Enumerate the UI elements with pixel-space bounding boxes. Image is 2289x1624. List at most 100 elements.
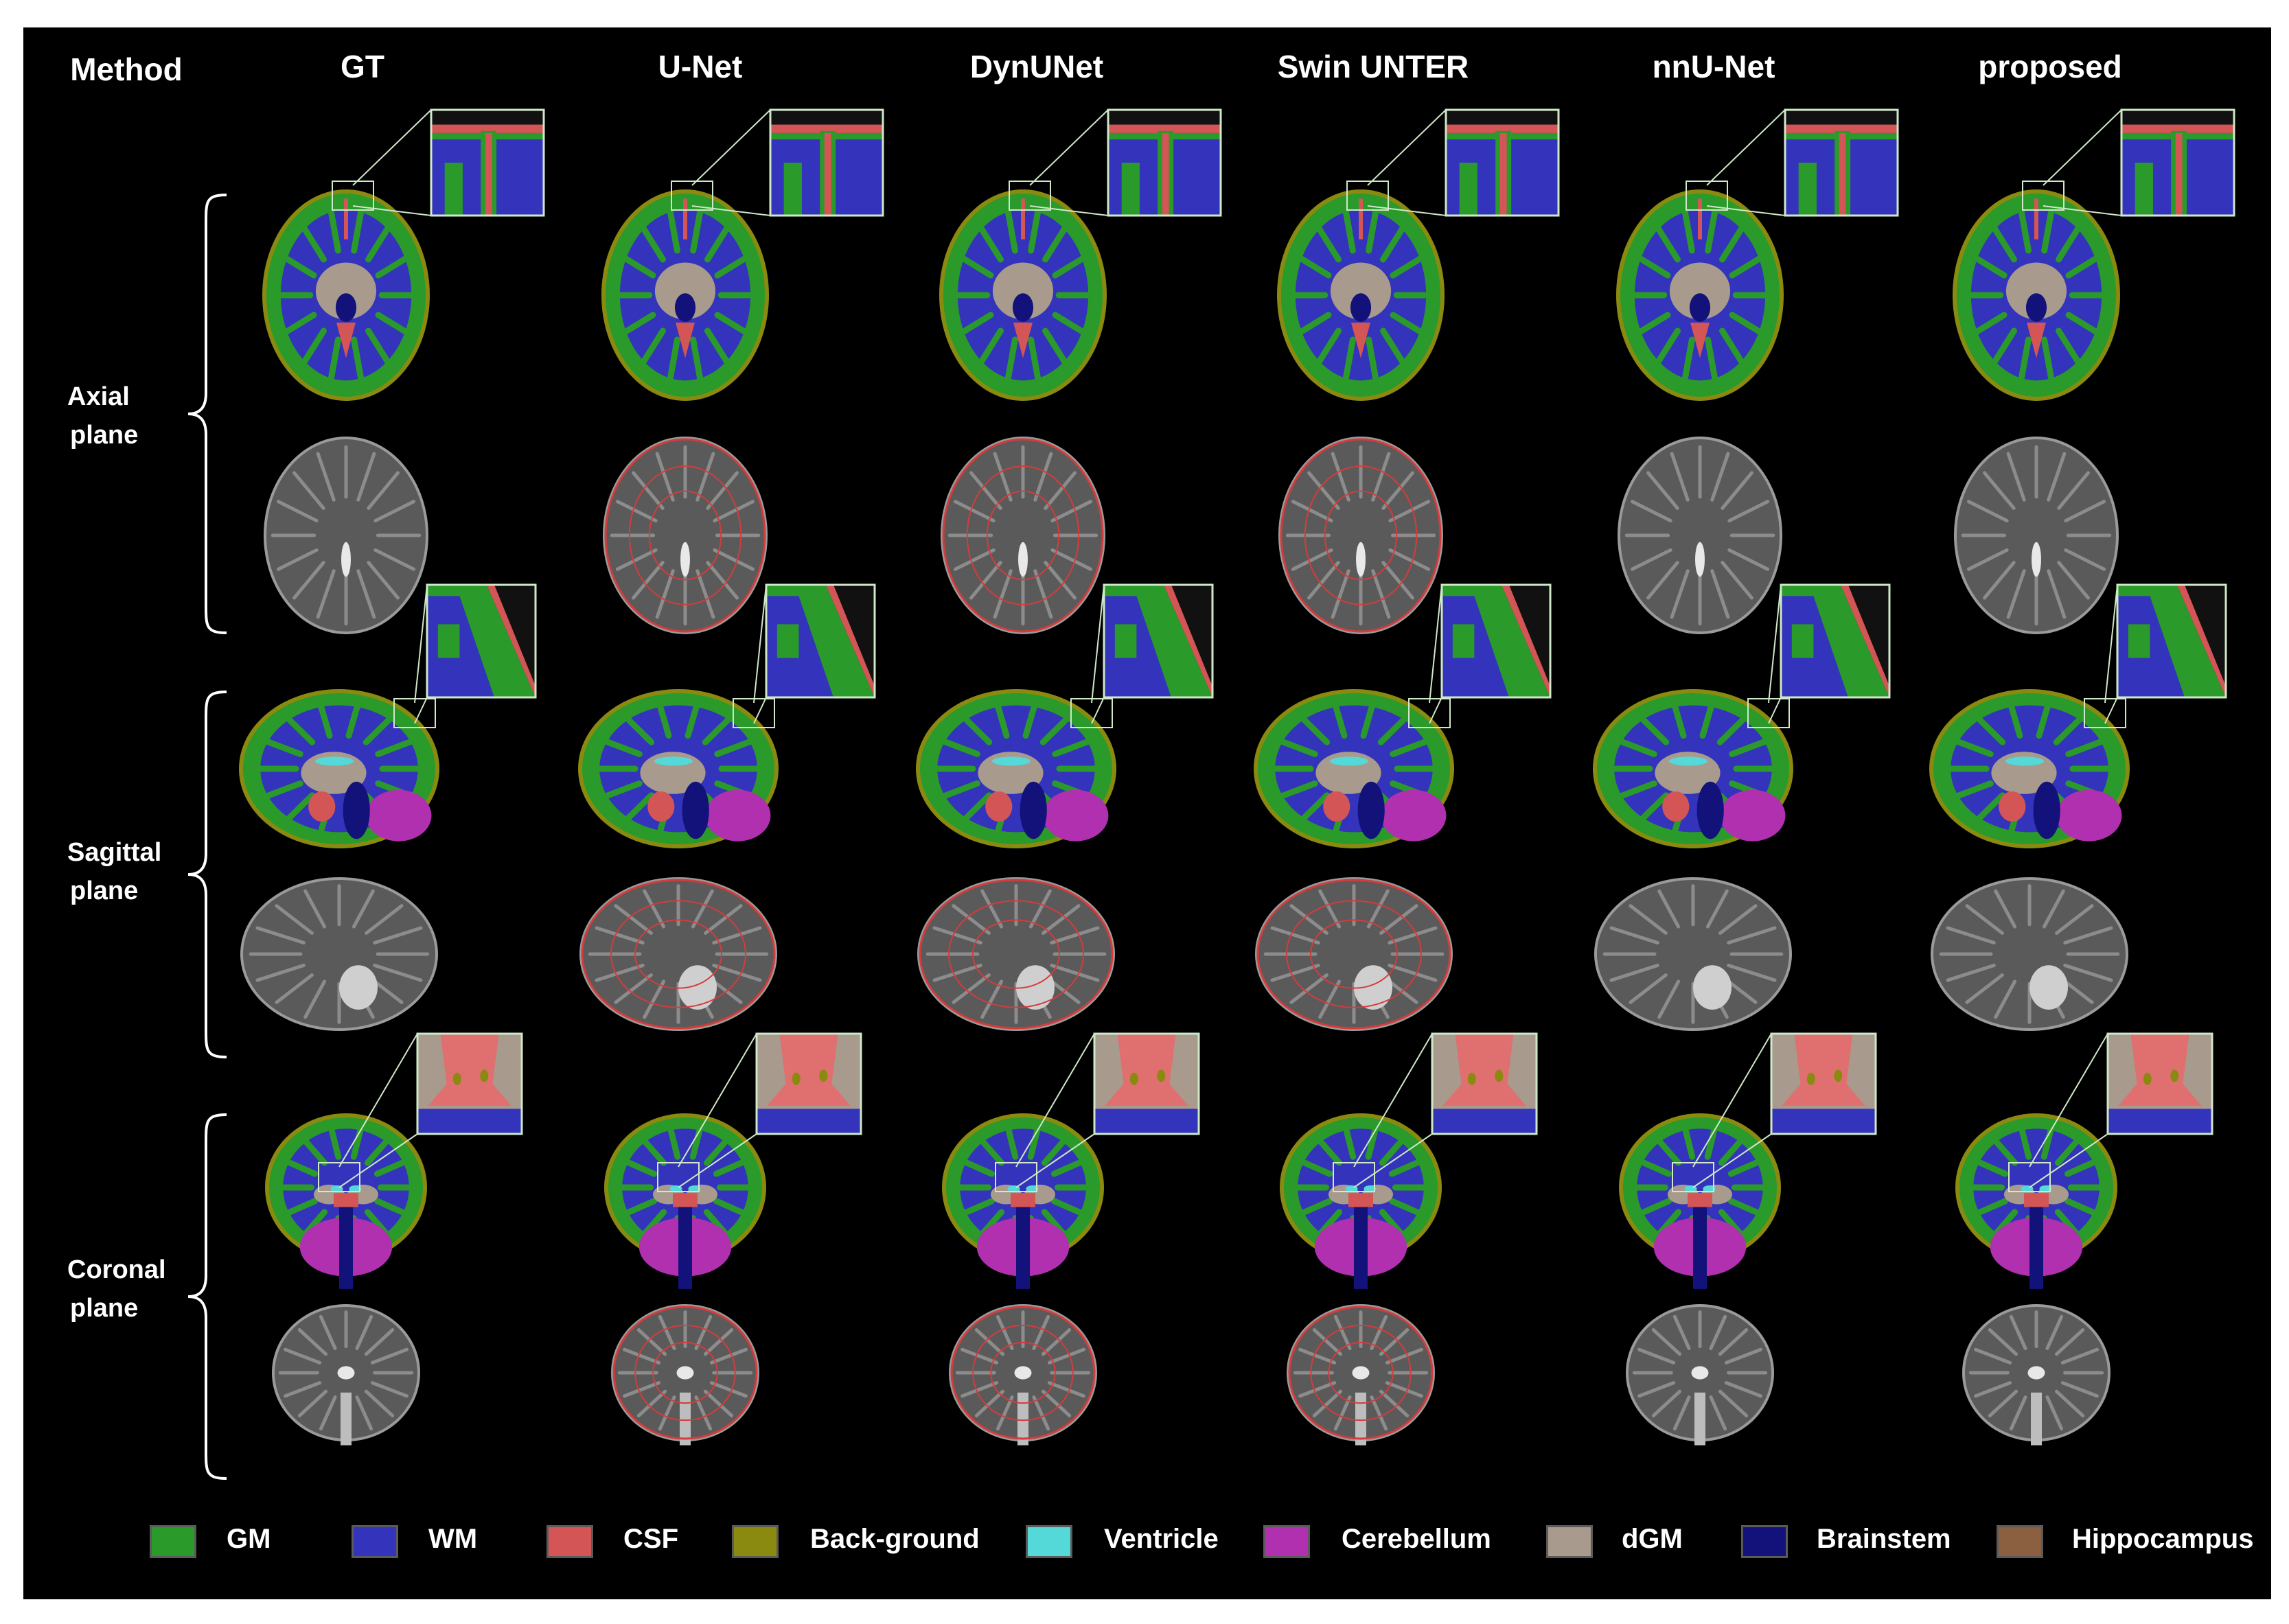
column-header-nnunet: nnU-Net [1652, 49, 1775, 84]
sagittal-zoom-unet-connector-bottom [753, 697, 767, 724]
column-header-unet: U-Net [658, 49, 743, 84]
axial-zoom-proposed-connector-bottom [2043, 205, 2122, 216]
sagittal-mri-proposed [1931, 877, 2128, 1031]
axial-segmentation-swin-unter [1277, 189, 1445, 401]
coronal-zoom-unet-source-box [657, 1162, 700, 1192]
axial-zoom-dynunet-source-box [1009, 181, 1051, 211]
coronal-zoom-nnunet-connector-bottom [1692, 1133, 1772, 1188]
sagittal-mri-swin-unter [1255, 877, 1453, 1031]
coronal-zoom-nnunet [1770, 1032, 1877, 1135]
axial-zoom-proposed [2120, 108, 2235, 217]
sagittal-zoom-proposed-source-box [2084, 698, 2126, 728]
plane-label-sagittal-line2: plane [70, 877, 139, 905]
sagittal-zoom-nnunet-connector-top [1768, 584, 1782, 704]
axial-zoom-proposed-connector-top [2043, 109, 2122, 186]
axial-mri-unet [603, 437, 768, 634]
axial-zoom-dynunet-connector-top [1029, 109, 1109, 186]
coronal-zoom-dynunet-source-box [995, 1162, 1037, 1192]
coronal-zoom-gt [416, 1032, 523, 1135]
coronal-zoom-nnunet-source-box [1672, 1162, 1714, 1192]
coronal-zoom-gt-source-box [318, 1162, 360, 1192]
axial-zoom-swin-unter [1445, 108, 1560, 217]
axial-zoom-swin-unter-source-box [1346, 181, 1389, 211]
coronal-zoom-proposed-connector-bottom [2029, 1133, 2108, 1188]
legend-label-background: Back-ground [810, 1524, 980, 1554]
sagittal-mri-nnunet [1594, 877, 1792, 1031]
coronal-zoom-gt-connector-top [338, 1033, 418, 1168]
coronal-segmentation-unet [604, 1113, 766, 1289]
coronal-segmentation-proposed [1955, 1113, 2117, 1289]
coronal-segmentation-gt [265, 1113, 427, 1289]
sagittal-mri-dynunet [917, 877, 1115, 1031]
axial-zoom-nnunet-source-box [1686, 181, 1728, 211]
legend-swatch-dgm [1546, 1525, 1593, 1558]
coronal-zoom-unet [755, 1032, 862, 1135]
sagittal-zoom-nnunet [1780, 583, 1891, 699]
legend-label-wm: WM [428, 1524, 478, 1554]
sagittal-segmentation-gt [239, 689, 439, 848]
coronal-zoom-proposed-connector-top [2029, 1033, 2108, 1168]
legend-swatch-brainstem [1741, 1525, 1788, 1558]
legend-label-gm: GM [227, 1524, 271, 1554]
coronal-mri-unet [611, 1304, 759, 1446]
plane-label-sagittal-line1: Sagittal [67, 838, 162, 867]
legend-label-ventricle: Ventricle [1104, 1524, 1219, 1554]
axial-mri-gt [264, 437, 428, 634]
sagittal-zoom-proposed-connector-bottom [2104, 697, 2118, 724]
sagittal-zoom-dynunet-source-box [1070, 698, 1113, 728]
coronal-zoom-swin-unter-connector-bottom [1353, 1133, 1433, 1188]
legend-label-brainstem: Brainstem [1817, 1524, 1951, 1554]
column-header-gt: GT [341, 49, 384, 84]
axial-zoom-proposed-source-box [2022, 181, 2064, 211]
legend-swatch-background [732, 1525, 779, 1558]
coronal-segmentation-nnunet [1619, 1113, 1781, 1289]
sagittal-zoom-swin-unter [1440, 583, 1552, 699]
sagittal-zoom-unet-connector-top [753, 584, 767, 704]
axial-zoom-swin-unter-connector-top [1367, 109, 1447, 186]
coronal-zoom-swin-unter-connector-top [1353, 1033, 1433, 1168]
sagittal-zoom-gt-source-box [393, 698, 436, 728]
coronal-zoom-dynunet-connector-bottom [1015, 1133, 1095, 1188]
axial-segmentation-dynunet [939, 189, 1107, 401]
coronal-zoom-proposed [2106, 1032, 2213, 1135]
legend-swatch-ventricle [1026, 1525, 1072, 1558]
axial-zoom-nnunet-connector-top [1706, 109, 1786, 186]
bracket-axial [187, 194, 227, 634]
plane-label-sagittal: Sagittal plane [67, 833, 161, 910]
column-header-proposed: proposed [1978, 49, 2122, 84]
sagittal-zoom-swin-unter-source-box [1408, 698, 1451, 728]
coronal-zoom-dynunet [1093, 1032, 1200, 1135]
sagittal-segmentation-unet [578, 689, 779, 848]
axial-zoom-nnunet-connector-bottom [1706, 205, 1786, 216]
axial-zoom-gt-connector-bottom [352, 205, 432, 216]
coronal-mri-swin-unter [1287, 1304, 1435, 1446]
axial-mri-nnunet [1618, 437, 1782, 634]
axial-mri-swin-unter [1278, 437, 1443, 634]
legend-swatch-wm [352, 1525, 398, 1558]
sagittal-mri-unet [579, 877, 777, 1031]
sagittal-zoom-swin-unter-connector-bottom [1429, 697, 1442, 724]
coronal-zoom-unet-connector-top [678, 1033, 757, 1168]
axial-zoom-nnunet [1784, 108, 1899, 217]
sagittal-zoom-gt-connector-top [414, 584, 428, 704]
coronal-segmentation-dynunet [942, 1113, 1104, 1289]
sagittal-segmentation-proposed [1929, 689, 2130, 848]
coronal-zoom-swin-unter [1431, 1032, 1538, 1135]
coronal-mri-gt [272, 1304, 420, 1446]
sagittal-segmentation-nnunet [1593, 689, 1793, 848]
column-header-dynunet: DynUNet [969, 49, 1104, 84]
plane-label-axial-line1: Axial [67, 382, 130, 411]
sagittal-zoom-nnunet-connector-bottom [1768, 697, 1782, 724]
legend-swatch-hippocampus [1997, 1525, 2043, 1558]
coronal-zoom-swin-unter-source-box [1333, 1162, 1375, 1192]
plane-label-coronal: Coronal plane [67, 1251, 166, 1327]
axial-zoom-gt-connector-top [352, 109, 432, 186]
sagittal-zoom-proposed-connector-top [2104, 584, 2118, 704]
sagittal-zoom-dynunet-connector-bottom [1091, 697, 1105, 724]
column-header-swin-unter: Swin UNTER [1277, 49, 1469, 84]
legend-swatch-csf [547, 1525, 593, 1558]
sagittal-mri-gt [240, 877, 438, 1031]
axial-mri-dynunet [941, 437, 1105, 634]
